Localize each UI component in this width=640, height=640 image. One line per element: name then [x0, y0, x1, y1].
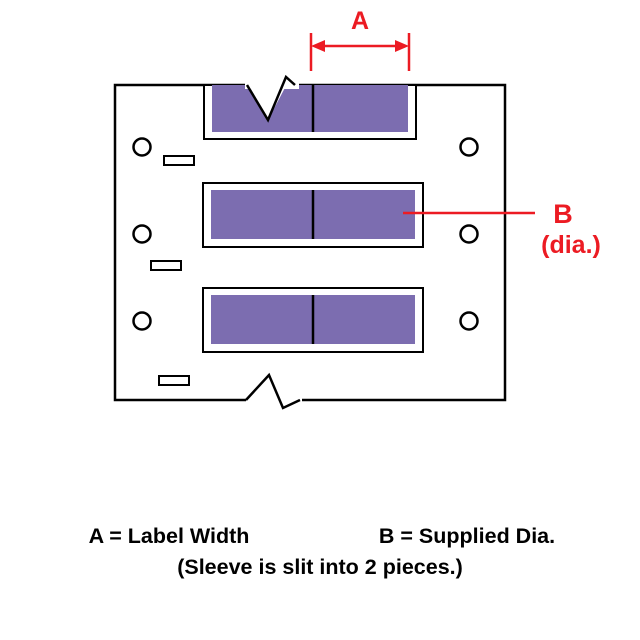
slot [163, 155, 195, 166]
sleeve-bottom [202, 287, 424, 353]
break-mask-top-band [245, 81, 299, 89]
feed-hole [132, 137, 152, 157]
legend-a-definition: A = Label Width [89, 524, 250, 548]
break-line-bottom [245, 372, 301, 410]
legend-note: (Sleeve is slit into 2 pieces.) [177, 555, 463, 579]
break-line-top [245, 74, 296, 123]
label-a: A [351, 7, 369, 35]
pointer-b: B (dia.) [403, 199, 601, 259]
feed-holes [132, 137, 479, 331]
legend: A = Label Width B = Supplied Dia. (Sleev… [89, 524, 556, 579]
feed-hole [459, 224, 479, 244]
dimension-a-arrowhead-left [311, 40, 325, 52]
break-mask-bottom-band [246, 395, 302, 405]
sleeve-top-body [212, 85, 408, 132]
dimension-a: A [309, 7, 411, 71]
break-mask-top-wedge [247, 82, 288, 120]
break-mark-bottom [245, 372, 302, 410]
break-mark-top [245, 74, 299, 123]
label-b-dia: (dia.) [541, 231, 601, 259]
feed-hole [132, 311, 152, 331]
registration-slots [150, 155, 195, 386]
legend-b-definition: B = Supplied Dia. [379, 524, 555, 548]
dimension-a-arrowhead-right [395, 40, 409, 52]
slot [150, 260, 182, 271]
slot [158, 375, 190, 386]
feed-hole [459, 311, 479, 331]
sleeve-top [203, 84, 417, 140]
sleeve-middle [202, 182, 424, 248]
label-b: B [553, 199, 573, 229]
feed-hole [459, 137, 479, 157]
feed-hole [132, 224, 152, 244]
